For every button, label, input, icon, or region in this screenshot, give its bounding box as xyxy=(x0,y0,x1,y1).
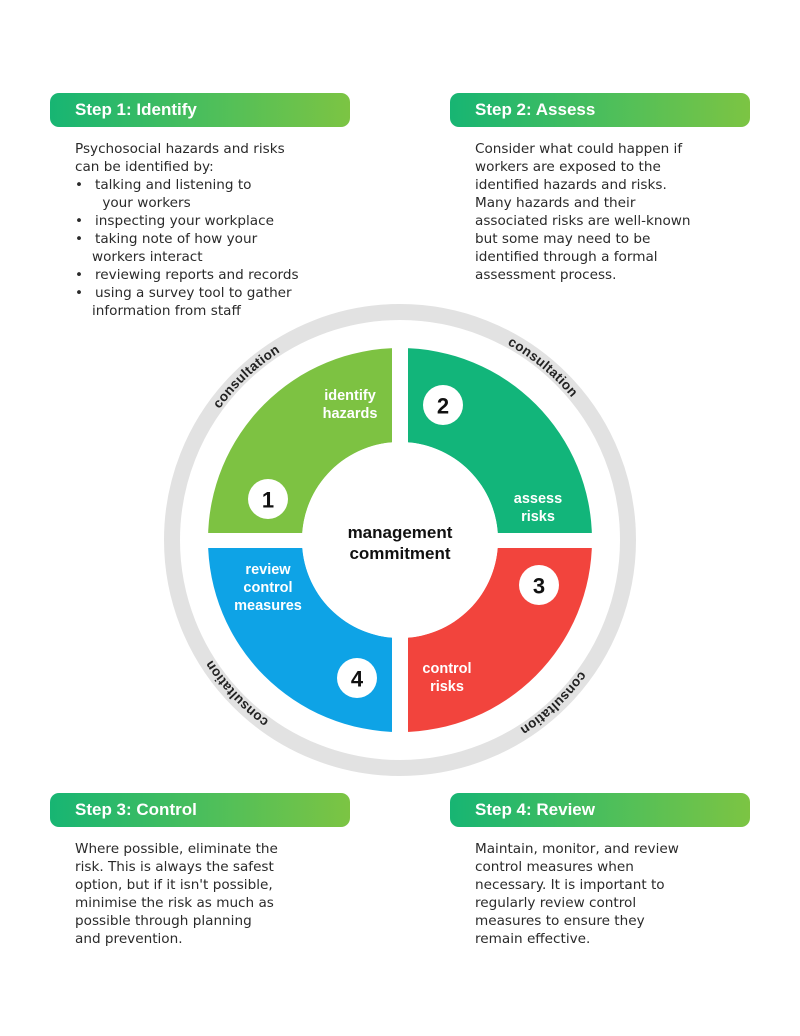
quadrant-2-label: risks xyxy=(521,509,555,525)
list-item-text: talking and listening to xyxy=(95,177,252,193)
step-4-number: 4 xyxy=(351,667,364,692)
quadrant-3-label: control xyxy=(422,661,471,677)
consultation-ring xyxy=(164,304,636,776)
step-2-text: Consider what could happen if workers ar… xyxy=(475,140,745,284)
step-2-header: Step 2: Assess xyxy=(450,93,750,127)
step-3-number: 3 xyxy=(533,574,545,599)
quadrant-2-label: assess xyxy=(514,491,562,507)
text-line: regularly review control xyxy=(475,895,637,911)
list-item: reviewing reports and records xyxy=(75,266,345,284)
quadrant-1-label: hazards xyxy=(323,406,378,422)
list-item: taking note of how your workers interact xyxy=(75,230,345,266)
quadrant-4-label: control xyxy=(243,580,292,596)
center-label: commitment xyxy=(349,544,450,563)
intro-line: Psychosocial hazards and risks xyxy=(75,141,285,157)
step-4-header: Step 4: Review xyxy=(450,793,750,827)
step-2-badge xyxy=(423,385,463,425)
identify-methods-list: talking and listening to your workers in… xyxy=(75,176,345,320)
list-item-text: your workers xyxy=(98,195,191,211)
step-3-badge xyxy=(519,565,559,605)
text-line: identified hazards and risks. xyxy=(475,177,667,193)
text-line: workers are exposed to the xyxy=(475,159,661,175)
text-line: Many hazards and their xyxy=(475,195,636,211)
text-line: remain effective. xyxy=(475,931,591,947)
quadrant-4-label: measures xyxy=(234,598,302,614)
center-circle xyxy=(302,442,498,638)
text-line: option, but if it isn't possible, xyxy=(75,877,273,893)
text-line: control measures when xyxy=(475,859,634,875)
text-line: Maintain, monitor, and review xyxy=(475,841,679,857)
step-1-badge xyxy=(248,479,288,519)
text-line: but some may need to be xyxy=(475,231,651,247)
text-line: possible through planning xyxy=(75,913,252,929)
list-item-text: inspecting your workplace xyxy=(95,213,274,229)
text-line: Where possible, eliminate the xyxy=(75,841,278,857)
step-1-header: Step 1: Identify xyxy=(50,93,350,127)
list-item-text: taking note of how your xyxy=(95,231,258,247)
step-3-header: Step 3: Control xyxy=(50,793,350,827)
list-item-text: information from staff xyxy=(92,303,241,319)
quadrant-4-label: review xyxy=(245,562,291,578)
list-item: talking and listening to your workers xyxy=(75,176,345,212)
text-line: identified through a formal xyxy=(475,249,658,265)
text-line: risk. This is always the safest xyxy=(75,859,274,875)
text-line: measures to ensure they xyxy=(475,913,645,929)
list-item-text: using a survey tool to gather xyxy=(95,285,292,301)
text-line: necessary. It is important to xyxy=(475,877,665,893)
list-item: using a survey tool to gather information… xyxy=(75,284,345,320)
step-4-text: Maintain, monitor, and review control me… xyxy=(475,840,745,948)
quadrant-1-label: identify xyxy=(324,388,376,404)
intro-line: can be identified by: xyxy=(75,159,214,175)
step-3-text: Where possible, eliminate the risk. This… xyxy=(75,840,345,948)
list-item-text: reviewing reports and records xyxy=(95,267,299,283)
text-line: minimise the risk as much as xyxy=(75,895,274,911)
text-line: Consider what could happen if xyxy=(475,141,683,157)
text-line: associated risks are well-known xyxy=(475,213,691,229)
list-item: inspecting your workplace xyxy=(75,212,345,230)
step-4-badge xyxy=(337,658,377,698)
step-2-number: 2 xyxy=(437,394,449,419)
center-label: management xyxy=(348,523,453,542)
step-1-number: 1 xyxy=(262,488,274,513)
quadrant-3-label: risks xyxy=(430,679,464,695)
step-1-text: Psychosocial hazards and risks can be id… xyxy=(75,140,345,320)
list-item-text: workers interact xyxy=(92,249,203,265)
text-line: assessment process. xyxy=(475,267,617,283)
text-line: and prevention. xyxy=(75,931,183,947)
